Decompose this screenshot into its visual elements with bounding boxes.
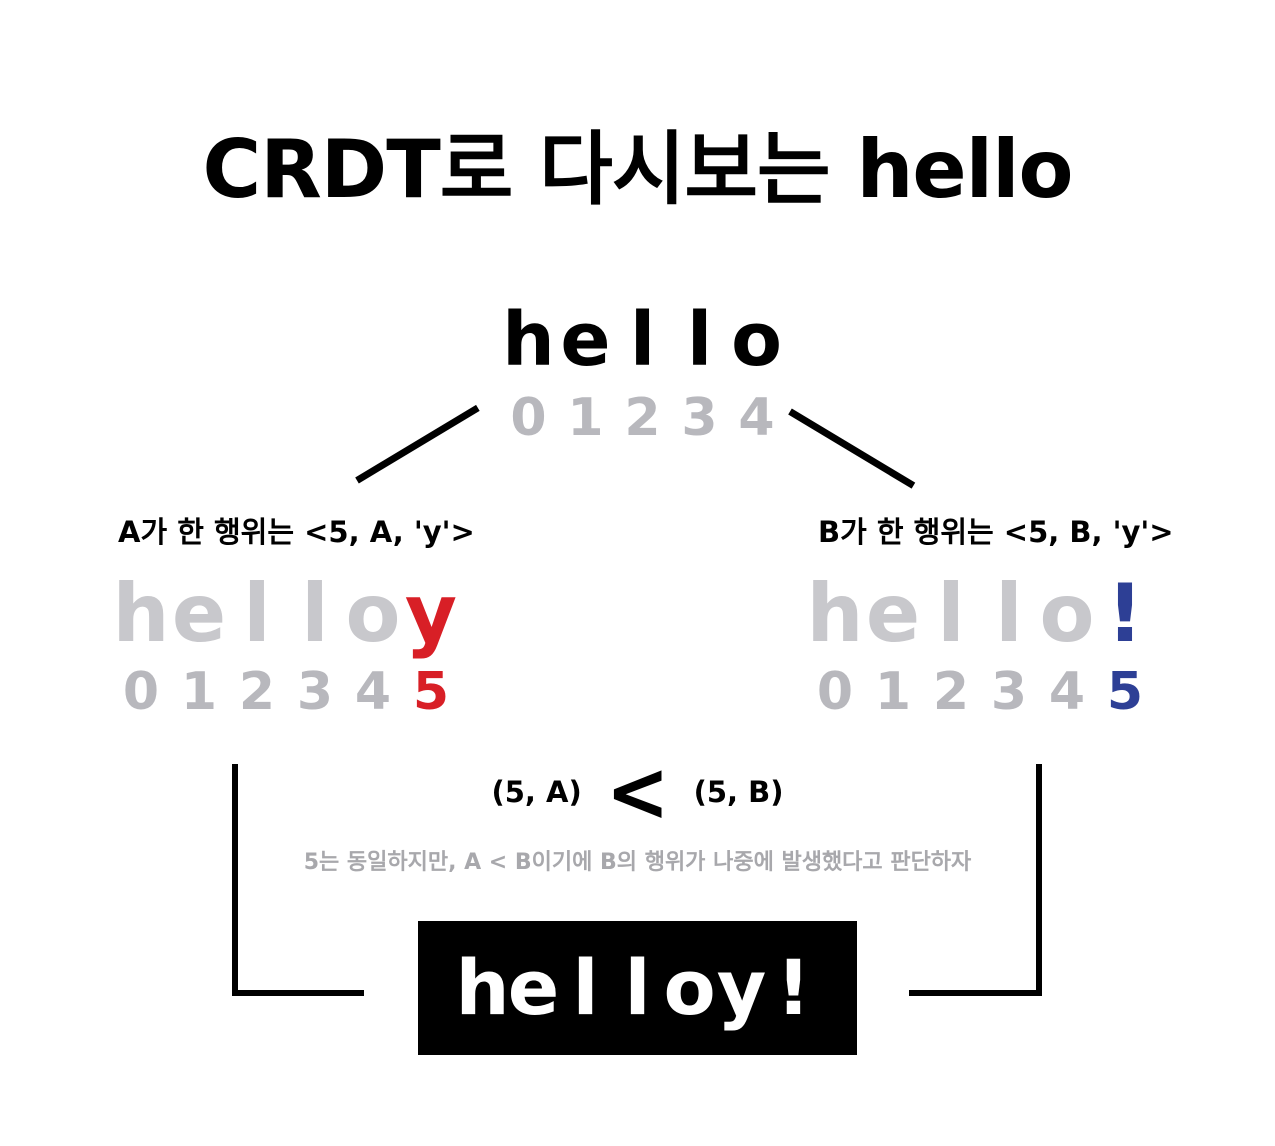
index: 1 [567,388,604,448]
right-bracket-horizontal [909,990,1042,996]
index: 4 [354,662,392,722]
index: 1 [180,662,218,722]
letter: y [716,943,767,1032]
right-bracket-vertical [1036,764,1042,996]
merged-result: h e l l o y ! [418,921,857,1055]
explanation-note: 5는 동일하지만, A < B이기에 B의 행위가 나중에 발생했다고 판단하자 [303,850,972,875]
index: 1 [874,662,912,722]
letter: o [345,567,401,660]
letter: o [731,297,782,383]
original-indices: 0 1 2 3 4 [500,388,785,448]
letter: o [663,943,716,1032]
index: 3 [296,662,334,722]
comparison: (5, A) < (5, B) [0,742,1275,841]
letter: l [629,297,656,383]
letter: e [171,567,227,660]
letter: l [243,567,271,660]
index: 0 [510,388,547,448]
letter: l [686,297,713,383]
index: 0 [122,662,160,722]
actor-a-label: A가 한 행위는 <5, A, 'y'> [118,515,475,549]
letter: h [112,567,170,660]
left-bracket-horizontal [232,990,364,996]
actor-a-indices: 0 1 2 3 4 5 [112,662,460,722]
page-title: CRDT로 다시보는 hello [202,123,1073,216]
index: 2 [932,662,970,722]
actor-b-label: B가 한 행위는 <5, B, 'y'> [818,515,1174,549]
letter: e [560,297,611,383]
connector-left [355,404,480,484]
letter: e [507,943,560,1032]
index: 4 [1048,662,1086,722]
actor-b-word: h e l l o ! [806,564,1154,664]
comparison-right: (5, B) [693,775,784,809]
index: 2 [624,388,661,448]
letter: o [1039,567,1095,660]
inserted-index: 5 [412,662,450,722]
index: 0 [816,662,854,722]
letter: l [937,567,965,660]
inserted-index: 5 [1106,662,1144,722]
comparison-left: (5, A) [491,775,582,809]
letter: l [624,943,651,1032]
inserted-letter: y [404,567,458,660]
actor-b-indices: 0 1 2 3 4 5 [806,662,1154,722]
connector-right [788,408,916,489]
left-bracket-vertical [232,764,238,996]
letter: l [301,567,329,660]
letter: e [865,567,921,660]
less-than-operator: < [605,742,670,841]
index: 2 [238,662,276,722]
letter: h [455,943,510,1032]
index: 3 [681,388,718,448]
actor-a-word: h e l l o y [112,564,460,664]
letter: l [572,943,599,1032]
inserted-letter: ! [1106,567,1144,660]
letter: l [995,567,1023,660]
letter: ! [776,943,811,1032]
letter: h [502,297,555,383]
index: 3 [990,662,1028,722]
letter: h [806,567,864,660]
index: 4 [738,388,775,448]
original-word: h e l l o [500,290,785,390]
